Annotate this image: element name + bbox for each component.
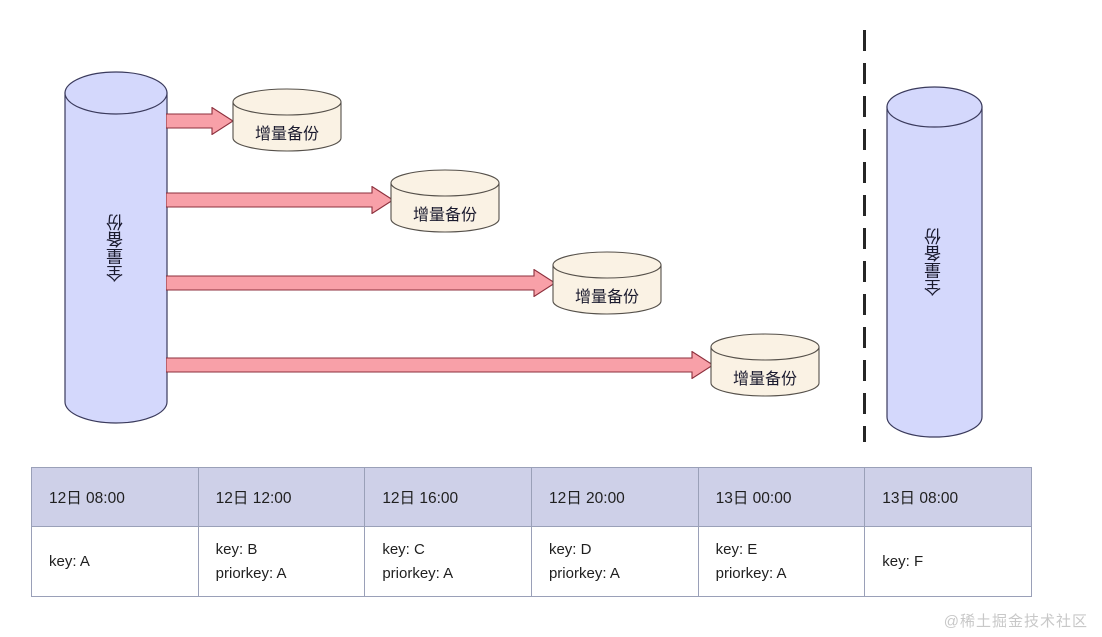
table-cell: key: B priorkey: A <box>197 526 366 597</box>
table-cell: key: C priorkey: A <box>364 526 532 597</box>
incremental-backup-cylinder-3: 增量备份 <box>552 251 662 315</box>
cell-line-key: key: A <box>49 552 90 570</box>
backup-timeline-table: 12日 08:00 12日 12:00 12日 16:00 12日 20:00 … <box>31 467 1032 597</box>
table-cell: key: E priorkey: A <box>697 526 866 597</box>
backup-arrow-1 <box>166 107 234 135</box>
table-row: key: A key: B priorkey: A key: C priorke… <box>31 526 1032 597</box>
incremental-backup-cylinder-2: 增量备份 <box>390 169 500 233</box>
backup-arrow-2 <box>166 186 394 214</box>
table-cell: key: D priorkey: A <box>530 526 699 597</box>
table-header-cell: 12日 12:00 <box>197 467 366 527</box>
table-header-cell: 13日 00:00 <box>697 467 866 527</box>
cell-line-priorkey: priorkey: A <box>382 564 454 582</box>
timeline-divider-dashed-line <box>863 30 866 442</box>
backup-arrow-4 <box>166 351 714 379</box>
cell-line-priorkey: priorkey: A <box>715 564 787 582</box>
cell-line-priorkey: priorkey: A <box>215 564 287 582</box>
backup-flow-diagram: 全量备份 <box>64 30 983 442</box>
table-cell: key: F <box>864 526 1032 597</box>
cell-line-key: key: C <box>382 541 425 559</box>
table-header-cell: 12日 08:00 <box>31 467 199 527</box>
cell-line-key: key: E <box>715 541 758 559</box>
table-header-cell: 12日 20:00 <box>530 467 699 527</box>
incremental-backup-cylinder-1: 增量备份 <box>232 88 342 152</box>
cell-line-key: key: D <box>548 541 592 559</box>
table-header-row: 12日 08:00 12日 12:00 12日 16:00 12日 20:00 … <box>31 467 1032 527</box>
watermark: @稀土掘金技术社区 <box>943 613 1088 630</box>
incremental-backup-cylinder-4: 增量备份 <box>710 333 820 397</box>
full-backup-cylinder-left: 全量备份 <box>64 71 168 424</box>
backup-arrow-3 <box>166 269 556 297</box>
full-backup-cylinder-right: 全量备份 <box>886 86 983 438</box>
table-cell: key: A <box>31 526 199 597</box>
cell-line-key: key: B <box>215 541 258 559</box>
cell-line-priorkey: priorkey: A <box>548 564 620 582</box>
table-header-cell: 12日 16:00 <box>364 467 532 527</box>
cell-line-key: key: F <box>882 552 924 570</box>
table-header-cell: 13日 08:00 <box>864 467 1032 527</box>
